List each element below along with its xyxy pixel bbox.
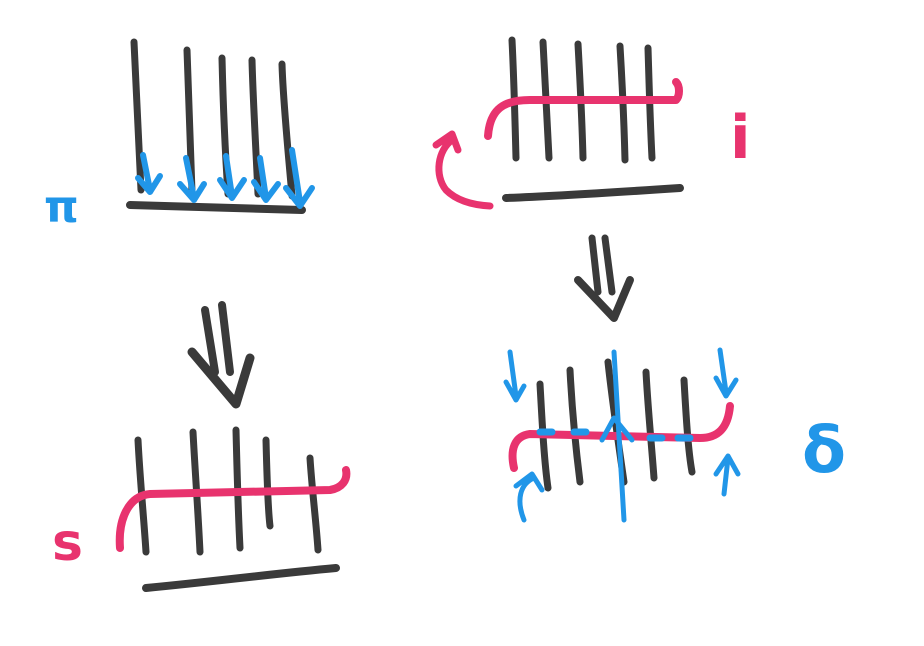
strands-top-left <box>130 38 296 200</box>
strand <box>130 38 145 194</box>
double-down-arrow-icon <box>574 234 634 322</box>
strand <box>680 376 696 476</box>
bar-top-left <box>126 201 306 214</box>
bar-top-right <box>502 184 684 202</box>
pink-band-top-right <box>484 78 683 140</box>
down-arrow-icon <box>251 155 281 203</box>
label-s: s <box>52 513 83 573</box>
label-pi: π <box>44 182 79 233</box>
down-arrow-icon <box>503 349 527 403</box>
double-down-arrow-icon <box>187 301 255 409</box>
strand <box>306 454 322 554</box>
panel-top-right: i <box>432 36 751 210</box>
bar-bottom-left <box>142 564 340 592</box>
label-delta: δ <box>802 414 846 488</box>
strand <box>642 368 658 482</box>
down-arrow-icon <box>283 147 315 209</box>
panel-bottom-left: s <box>52 426 351 592</box>
strand <box>566 366 584 486</box>
strand <box>262 436 274 530</box>
label-i: i <box>730 103 751 173</box>
vertical-axis-line <box>611 349 627 523</box>
down-arrow-icon <box>713 347 739 399</box>
panel-bottom-right: δ <box>503 347 846 523</box>
up-arrow-icon <box>599 415 635 443</box>
pink-band-bottom-right <box>508 402 734 472</box>
down-arrow-icon <box>217 153 247 201</box>
crossing-marks <box>536 428 694 442</box>
panel-top-left: π <box>44 38 315 233</box>
blue-marks-bottom-right <box>503 347 741 523</box>
strand <box>278 60 296 200</box>
pink-band-bottom-left <box>115 466 351 552</box>
down-arrow-icon <box>135 152 163 195</box>
strand <box>248 56 262 198</box>
blue-arrows-top-left <box>135 147 315 209</box>
up-arrow-icon <box>713 453 741 497</box>
strand <box>536 380 552 492</box>
up-arrow-icon <box>513 471 545 523</box>
down-arrow-icon <box>177 155 207 203</box>
curved-rotate-arrow-icon <box>432 130 494 210</box>
